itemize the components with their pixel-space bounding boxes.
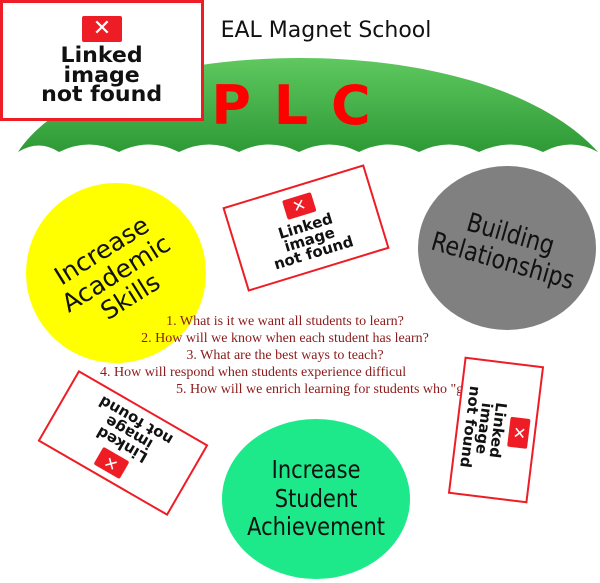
school-name-heading: EAL Magnet School	[0, 18, 600, 43]
plc-question-1: 1. What is it we want all students to le…	[166, 314, 404, 329]
plc-question-2: 2. How will we know when each student ha…	[141, 331, 429, 346]
school-name-text: EAL Magnet School	[220, 18, 432, 43]
building-relationships-label: Building Relationships	[428, 207, 579, 297]
broken-image-message: Linked image not found	[456, 384, 511, 469]
plc-questions-list: 1. What is it we want all students to le…	[100, 313, 470, 398]
broken-image-placeholder-top-left: ✕ Linked image not found	[0, 0, 204, 121]
plc-question-4: 4. How will respond when students experi…	[100, 365, 407, 380]
increase-student-achievement-label: Increase Student Achievement	[247, 454, 385, 542]
broken-image-message: Linked image not found	[41, 42, 163, 107]
broken-image-x-icon: ✕	[507, 416, 531, 449]
broken-image-placeholder-right: ✕ Linked image not found	[447, 356, 545, 504]
broken-image-message: Linked image not found	[271, 208, 356, 274]
increase-academic-skills-circle: Increase Academic Skills	[26, 183, 206, 363]
plc-question-5: 5. How will we enrich learning for stude…	[176, 382, 470, 397]
increase-student-achievement-circle: Increase Student Achievement	[222, 419, 410, 579]
building-relationships-circle: Building Relationships	[418, 166, 596, 330]
plc-title: P L C	[211, 74, 372, 137]
plc-question-3: 3. What are the best ways to teach?	[186, 348, 384, 363]
broken-image-x-icon: ✕	[82, 15, 122, 42]
